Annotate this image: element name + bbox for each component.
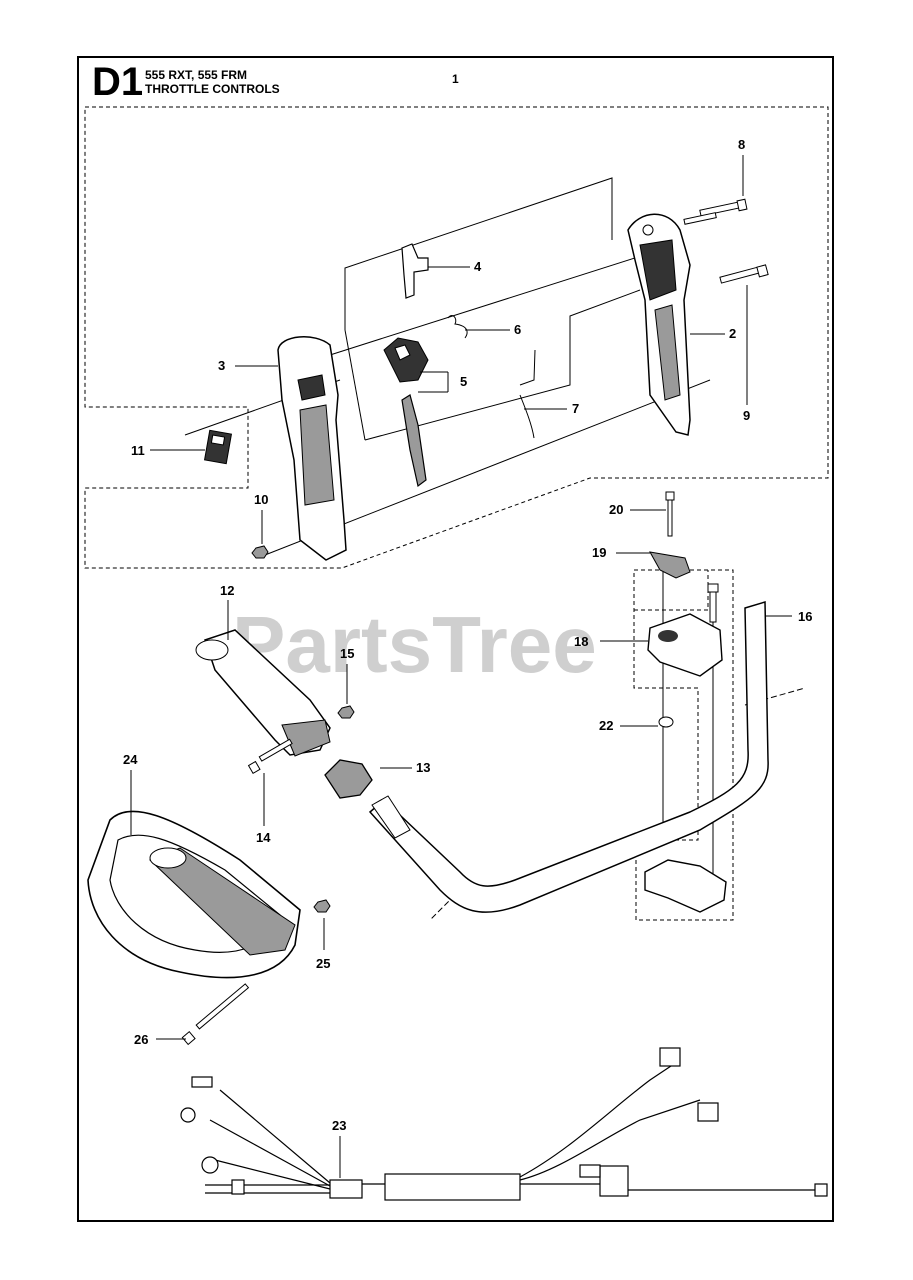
callout-13: 13 <box>416 760 430 775</box>
watermark: PartsTree <box>232 600 597 689</box>
screw-26 <box>181 983 250 1046</box>
spring-6 <box>447 315 468 339</box>
callout-20: 20 <box>609 502 623 517</box>
nut-15 <box>337 705 355 719</box>
throttle-trigger-5 <box>401 394 427 488</box>
section-code: D1 <box>92 60 144 104</box>
callout-24: 24 <box>123 752 138 767</box>
stop-switch-5 <box>383 337 429 383</box>
callout-12: 12 <box>220 583 234 598</box>
callout-19: 19 <box>592 545 606 560</box>
callout-18: 18 <box>574 634 588 649</box>
clamp-inner-boundary <box>634 570 709 611</box>
callout-4: 4 <box>474 259 482 274</box>
callout-16: 16 <box>798 609 812 624</box>
washer-22 <box>658 716 674 728</box>
callout-2: 2 <box>729 326 736 341</box>
callout-11: 11 <box>131 443 145 458</box>
callout-6: 6 <box>514 322 521 337</box>
callout-5: 5 <box>460 374 467 389</box>
grip-12 <box>195 629 331 757</box>
short-tube <box>371 795 411 839</box>
callout-22: 22 <box>599 718 613 733</box>
throttle-cable-7 <box>519 349 536 439</box>
clamp-upper-18 <box>647 613 723 677</box>
screw-20 <box>665 491 675 537</box>
handle-half-right <box>627 213 691 436</box>
nut-10 <box>251 545 269 559</box>
handle-half-left <box>277 336 347 561</box>
callout-26: 26 <box>134 1032 148 1047</box>
callout-9: 9 <box>743 408 750 423</box>
screw-9 <box>719 264 769 284</box>
page-number: 1 <box>452 72 459 86</box>
callout-8: 8 <box>738 137 745 152</box>
clamp-plate-19 <box>649 551 691 579</box>
section-title: THROTTLE CONTROLS <box>145 82 280 96</box>
clamp-lower <box>644 859 727 913</box>
throttle-lockout <box>401 243 429 299</box>
screw-14 <box>247 738 293 775</box>
screw-8 <box>683 198 748 225</box>
handlebar-tube-16 <box>368 600 769 913</box>
page-frame <box>77 56 834 1222</box>
callout-23: 23 <box>332 1118 346 1133</box>
switch-11 <box>203 429 233 465</box>
wiring-harness-23 <box>180 1047 828 1201</box>
callout-14: 14 <box>256 830 271 845</box>
callout-leaders <box>130 155 792 1178</box>
callout-15: 15 <box>340 646 354 661</box>
loop-handle-24 <box>87 810 301 979</box>
callout-numbers: 2 3 4 5 6 7 8 9 10 11 12 13 14 15 16 18 … <box>123 137 812 1133</box>
handle-assembly-boundary <box>84 106 829 569</box>
callout-10: 10 <box>254 492 268 507</box>
callout-25: 25 <box>316 956 330 971</box>
grip-clamp-13 <box>324 759 373 799</box>
nut-25 <box>313 899 331 913</box>
clamp-screw <box>707 583 719 623</box>
clamp-hole <box>658 630 678 642</box>
model-list: 555 RXT, 555 FRM <box>145 68 248 82</box>
callout-7: 7 <box>572 401 579 416</box>
callout-3: 3 <box>218 358 225 373</box>
